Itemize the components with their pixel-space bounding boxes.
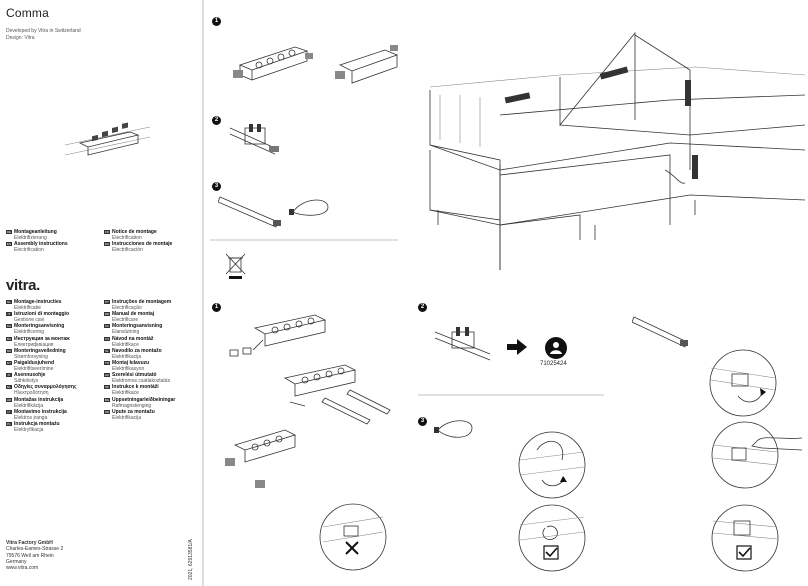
step-3-badge-bottom: 3 xyxy=(418,417,427,426)
design-credit: Design: Vitra xyxy=(6,35,35,41)
step-1-illustration xyxy=(233,45,399,84)
detail-circle-incorrect xyxy=(319,503,387,571)
detail-circle-tie-correct xyxy=(518,504,586,572)
step-3-badge: 3 xyxy=(212,182,221,191)
waste-disposal-icon xyxy=(226,253,246,279)
detail-circle-clip-hand xyxy=(711,421,803,489)
detail-circle-clip-correct xyxy=(711,504,779,572)
cable-strap-illustration xyxy=(632,316,688,348)
step-2-badge: 2 xyxy=(212,116,221,125)
strip-assembly-illustration xyxy=(225,314,391,488)
detail-circle-clip-rotate xyxy=(709,349,777,417)
step-2-badge-bottom: 2 xyxy=(418,303,427,312)
document-title: Comma xyxy=(6,6,50,20)
vitra-logo: vitra. xyxy=(6,277,41,294)
product-overview-image xyxy=(64,122,151,156)
desk-system-illustration xyxy=(429,31,805,270)
step-1-badge-bottom: 1 xyxy=(212,303,221,312)
step-2-cable-clip-illustration xyxy=(434,327,491,361)
detail-circle-tie-step xyxy=(518,431,586,499)
developed-by: Developed by Vitra in Switzerland xyxy=(6,28,81,34)
article-number: 71025424 xyxy=(540,361,567,367)
cable-tie-illustration xyxy=(434,420,473,438)
step-1-badge: 1 xyxy=(212,17,221,26)
step-3-illustration xyxy=(218,196,329,228)
service-person-icon xyxy=(545,337,567,359)
arrow-right-icon xyxy=(507,339,527,355)
step-2-illustration xyxy=(229,124,279,155)
company-address: Vitra Factory GmbH Charles-Eames-Strasse… xyxy=(6,540,64,572)
